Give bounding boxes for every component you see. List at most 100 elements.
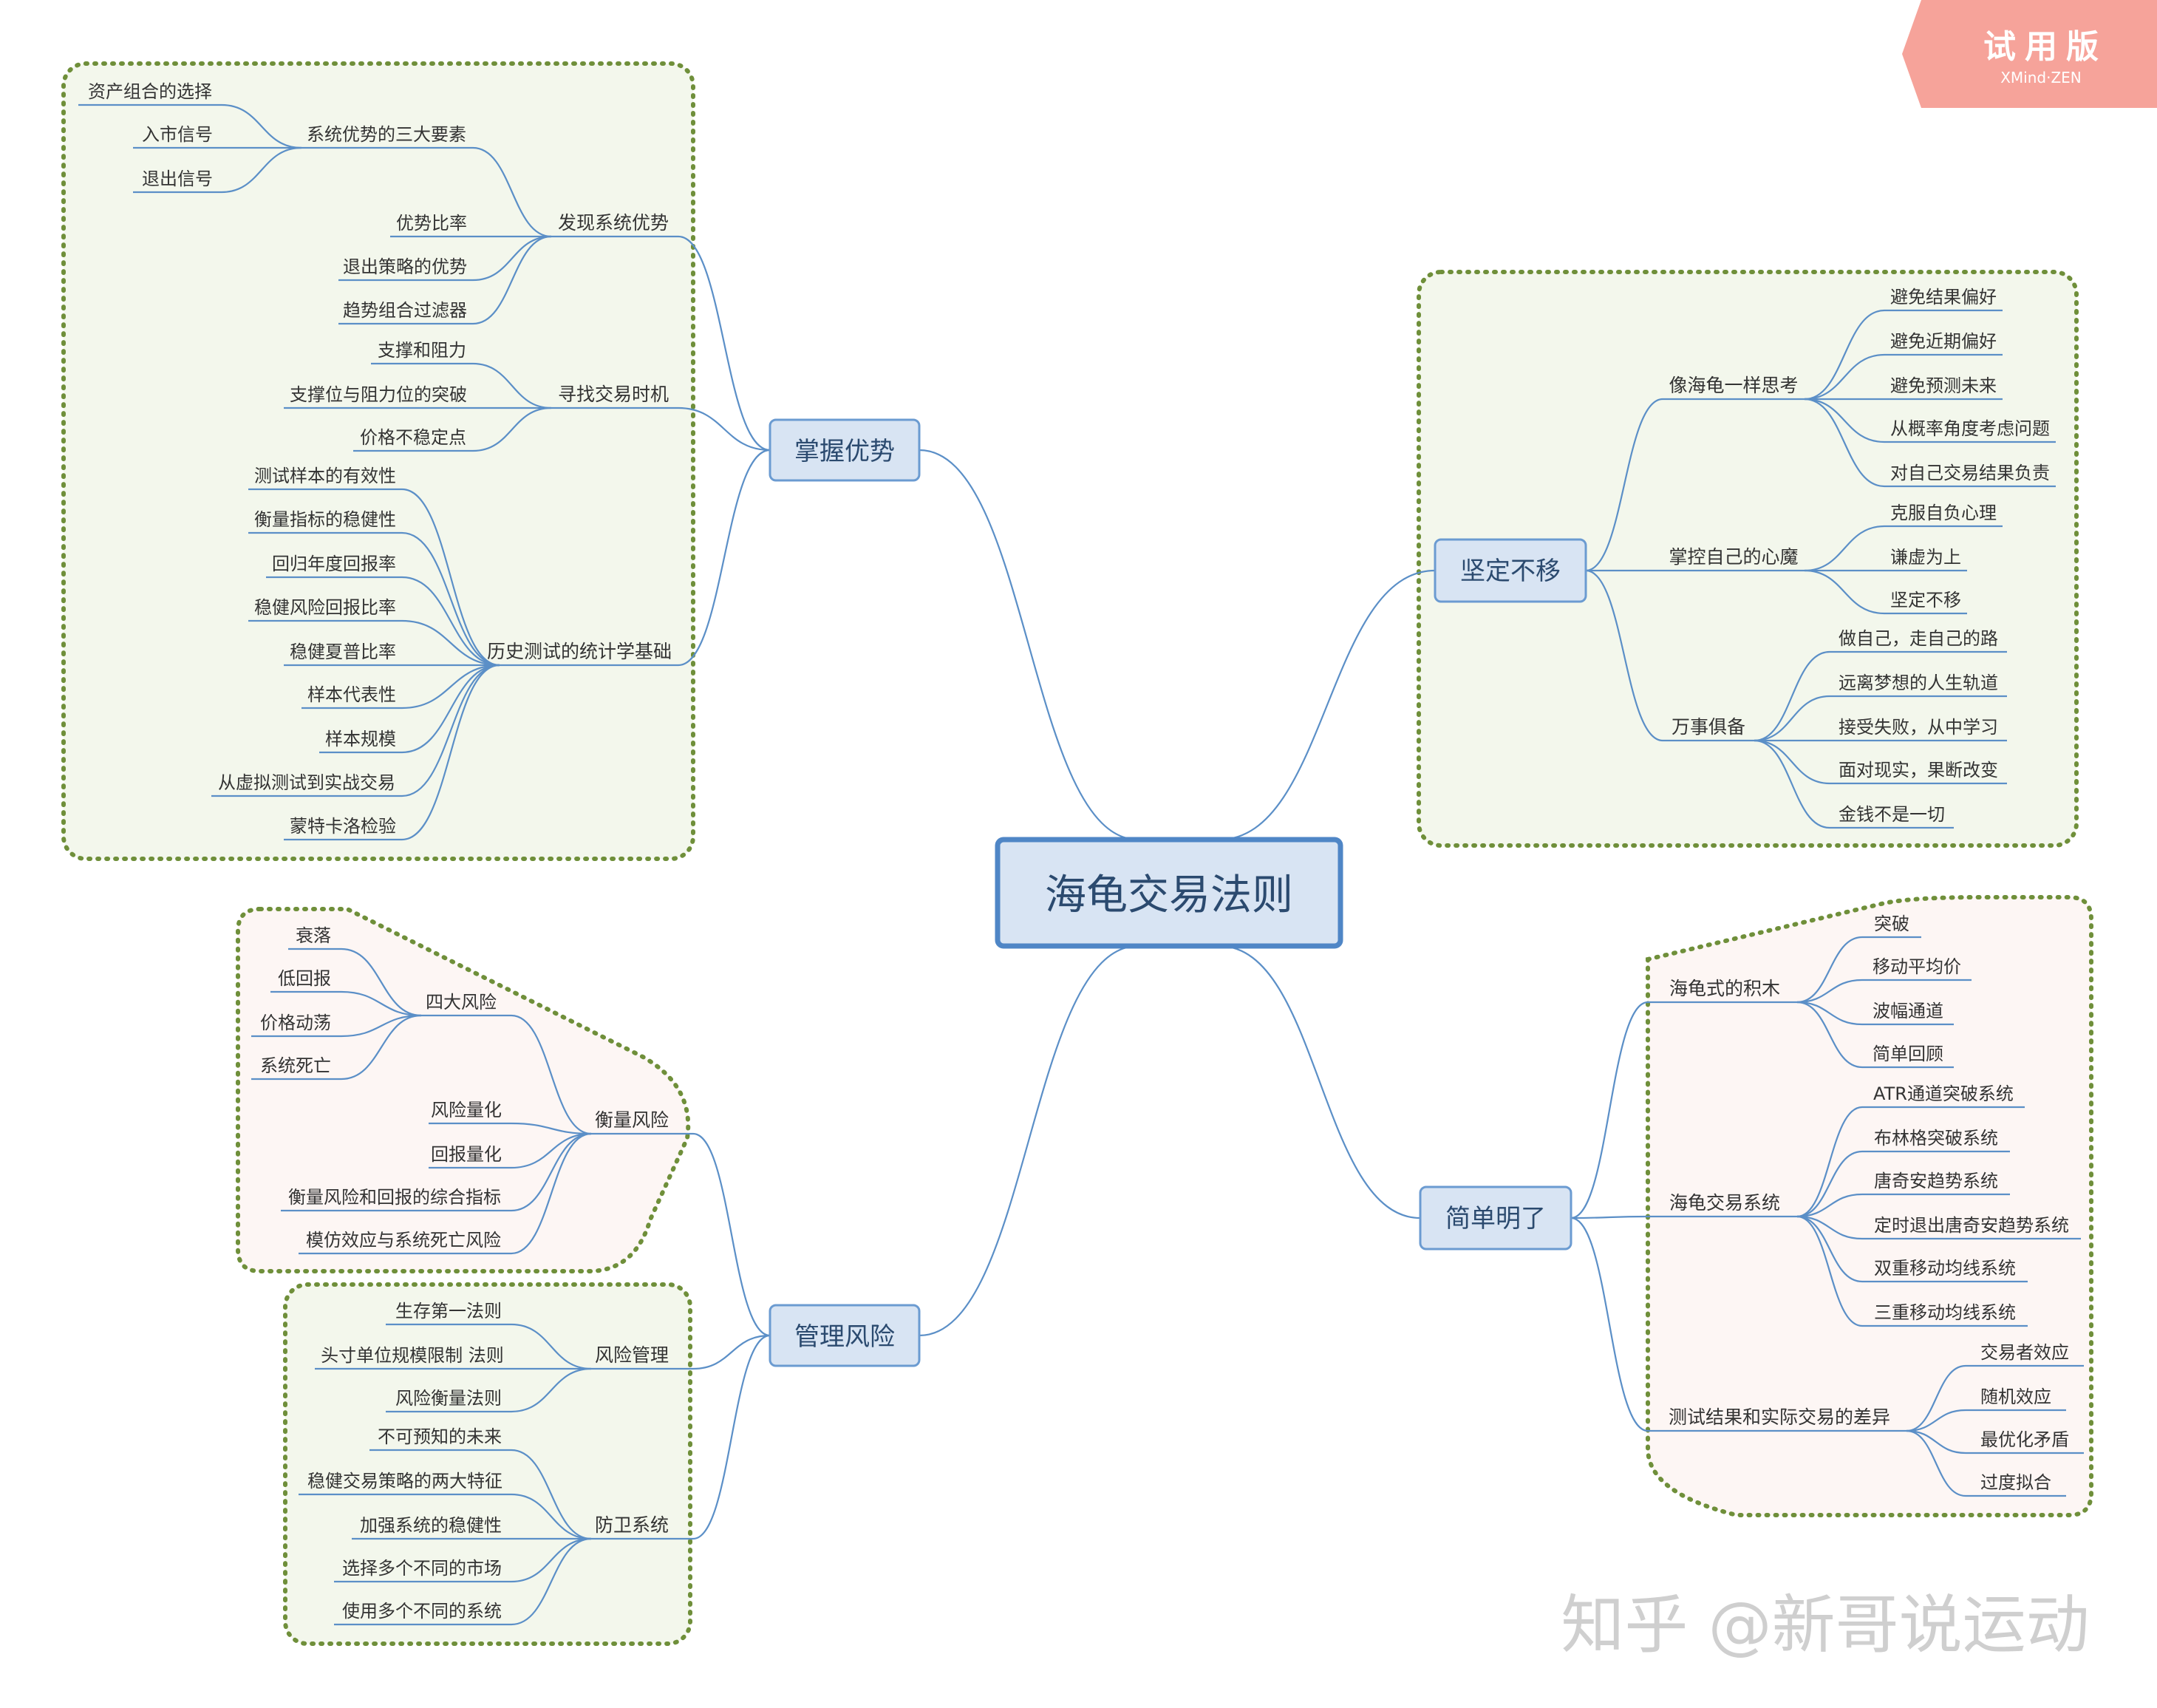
leaf-node[interactable]: 支撑和阻力: [378, 340, 466, 361]
subtopic[interactable]: 海龟式的积木: [1669, 978, 1780, 999]
leaf-node[interactable]: 选择多个不同的市场: [342, 1558, 502, 1579]
main-topic-label: 掌握优势: [794, 437, 895, 466]
leaf-node[interactable]: 不可预知的未来: [378, 1426, 502, 1447]
leaf-node[interactable]: 价格不稳定点: [360, 427, 466, 448]
leaf-node[interactable]: 三重移动均线系统: [1874, 1302, 2016, 1323]
leaf-node[interactable]: 布林格突破系统: [1874, 1128, 1998, 1149]
leaf-node[interactable]: 衰落: [296, 925, 331, 946]
leaf-node[interactable]: 退出信号: [142, 169, 213, 189]
leaf-node[interactable]: 生存第一法则: [395, 1301, 502, 1321]
main-topic-label: 简单明了: [1445, 1204, 1546, 1234]
connector-line: [1906, 1429, 1966, 1497]
main-topic-b4[interactable]: 简单明了: [1419, 1185, 1572, 1251]
leaf-node[interactable]: 避免预测未来: [1890, 375, 1997, 396]
leaf-node[interactable]: 样本规模: [325, 729, 396, 749]
topic-node[interactable]: 回报量化: [431, 1144, 502, 1165]
topic-node[interactable]: 趋势组合过滤器: [343, 300, 467, 321]
boundary-b3: [1417, 270, 2079, 848]
leaf-node[interactable]: 金钱不是一切: [1839, 804, 1945, 825]
leaf-node[interactable]: 唐奇安趋势系统: [1874, 1171, 1998, 1191]
leaf-node[interactable]: 使用多个不同的系统: [342, 1601, 502, 1622]
connector-line: [401, 531, 500, 667]
subtopic[interactable]: 风险管理: [595, 1344, 669, 1366]
subtopic[interactable]: 衡量风险: [595, 1109, 669, 1131]
connector-line: [1754, 695, 1830, 742]
leaf-node[interactable]: 坚定不移: [1890, 590, 1961, 610]
leaf-node[interactable]: 简单回顾: [1873, 1044, 1943, 1064]
subtopic[interactable]: 防卫系统: [595, 1514, 669, 1536]
leaf-node[interactable]: 系统死亡: [260, 1055, 331, 1076]
leaf-node[interactable]: 谦虚为上: [1890, 547, 1961, 568]
leaf-node[interactable]: 避免近期偏好: [1890, 331, 1997, 352]
central-topic[interactable]: 海龟交易法则: [995, 837, 1343, 949]
connector-line: [511, 1449, 592, 1540]
subtopic[interactable]: 发现系统优势: [558, 212, 669, 234]
leaf-node[interactable]: 支撑位与阻力位的突破: [290, 384, 467, 405]
topic-node[interactable]: 系统优势的三大要素: [307, 124, 466, 145]
leaf-node[interactable]: 移动平均价: [1873, 956, 1961, 977]
connector-line: [472, 235, 552, 325]
leaf-node[interactable]: 稳健风险回报比率: [254, 597, 396, 618]
leaf-node[interactable]: ATR通道突破系统: [1873, 1083, 2014, 1104]
leaf-node[interactable]: 远离梦想的人生轨道: [1839, 673, 1998, 693]
leaf-node[interactable]: 资产组合的选择: [88, 81, 212, 102]
leaf-node[interactable]: 从概率角度考虑问题: [1890, 418, 2050, 439]
leaf-node[interactable]: 稳健交易策略的两大特征: [307, 1471, 502, 1491]
leaf-node[interactable]: 回归年度回报率: [272, 554, 396, 574]
subtopic[interactable]: 像海龟一样思考: [1669, 375, 1798, 396]
leaf-node[interactable]: 风险衡量法则: [395, 1388, 502, 1409]
leaf-node[interactable]: 加强系统的稳健性: [360, 1515, 502, 1536]
connector-line: [1804, 309, 1885, 401]
leaf-node[interactable]: 克服自负心理: [1890, 503, 1997, 523]
connector-line: [511, 1132, 592, 1255]
subtopic[interactable]: 掌控自己的心魔: [1669, 546, 1798, 568]
connector-line: [472, 235, 552, 282]
leaf-node[interactable]: 样本代表性: [307, 684, 396, 705]
subtopic[interactable]: 海龟交易系统: [1669, 1192, 1780, 1214]
leaf-node[interactable]: 入市信号: [142, 124, 213, 145]
connector-line: [1796, 1215, 1863, 1327]
topic-node[interactable]: 衡量风险和回报的综合指标: [288, 1187, 501, 1208]
leaf-node[interactable]: 测试样本的有效性: [254, 466, 396, 486]
subtopic[interactable]: 历史测试的统计学基础: [487, 641, 672, 662]
leaf-node[interactable]: 头寸单位规模限制 法则: [321, 1345, 504, 1366]
leaf-node[interactable]: 随机效应: [1980, 1387, 2051, 1407]
leaf-node[interactable]: 双重移动均线系统: [1874, 1258, 2016, 1279]
main-topic-b2[interactable]: 管理风险: [769, 1304, 921, 1367]
connector-line: [1570, 1215, 1649, 1219]
main-topic-b3[interactable]: 坚定不移: [1434, 538, 1587, 603]
leaf-node[interactable]: 接受失败，从中学习: [1839, 717, 1998, 738]
connector-line: [1804, 353, 1885, 401]
trial-badge-subtitle: XMind·ZEN: [2000, 69, 2082, 86]
leaf-node[interactable]: 波幅通道: [1873, 1001, 1943, 1021]
subtopic[interactable]: 万事俱备: [1672, 716, 1745, 738]
main-topic-b1[interactable]: 掌握优势: [769, 418, 921, 482]
leaf-node[interactable]: 低回报: [278, 968, 331, 989]
leaf-node[interactable]: 衡量指标的稳健性: [254, 509, 396, 530]
leaf-node[interactable]: 价格动荡: [260, 1013, 331, 1033]
boundary-b2-defense: [283, 1282, 692, 1646]
leaf-node[interactable]: 避免结果偏好: [1890, 287, 1997, 307]
connector-line: [1219, 945, 1421, 1219]
leaf-node[interactable]: 面对现实，果断改变: [1839, 760, 1998, 780]
leaf-node[interactable]: 对自己交易结果负责: [1890, 463, 2050, 483]
leaf-node[interactable]: 最优化矛盾: [1980, 1429, 2069, 1450]
leaf-node[interactable]: 从虚拟测试到实战交易: [218, 772, 395, 793]
leaf-node[interactable]: 蒙特卡洛检验: [290, 816, 396, 837]
subtopic[interactable]: 寻找交易时机: [558, 384, 669, 405]
topic-node[interactable]: 风险量化: [431, 1100, 502, 1120]
topic-node[interactable]: 退出策略的优势: [343, 256, 467, 277]
leaf-node[interactable]: 稳健夏普比率: [290, 642, 396, 662]
topic-node[interactable]: 四大风险: [426, 992, 497, 1013]
subtopic[interactable]: 测试结果和实际交易的差异: [1669, 1406, 1890, 1428]
leaf-node[interactable]: 做自己，走自己的路: [1839, 628, 1998, 649]
leaf-node[interactable]: 定时退出唐奇安趋势系统: [1874, 1215, 2069, 1236]
leaf-node[interactable]: 突破: [1874, 913, 1909, 934]
leaf-node[interactable]: 过度拟合: [1980, 1472, 2051, 1493]
main-topic-box: [769, 418, 921, 482]
connector-line: [1796, 1106, 1863, 1218]
connector-line: [1796, 1193, 1863, 1218]
topic-node[interactable]: 优势比率: [396, 213, 467, 234]
topic-node[interactable]: 模仿效应与系统死亡风险: [306, 1230, 501, 1251]
leaf-node[interactable]: 交易者效应: [1980, 1342, 2069, 1363]
